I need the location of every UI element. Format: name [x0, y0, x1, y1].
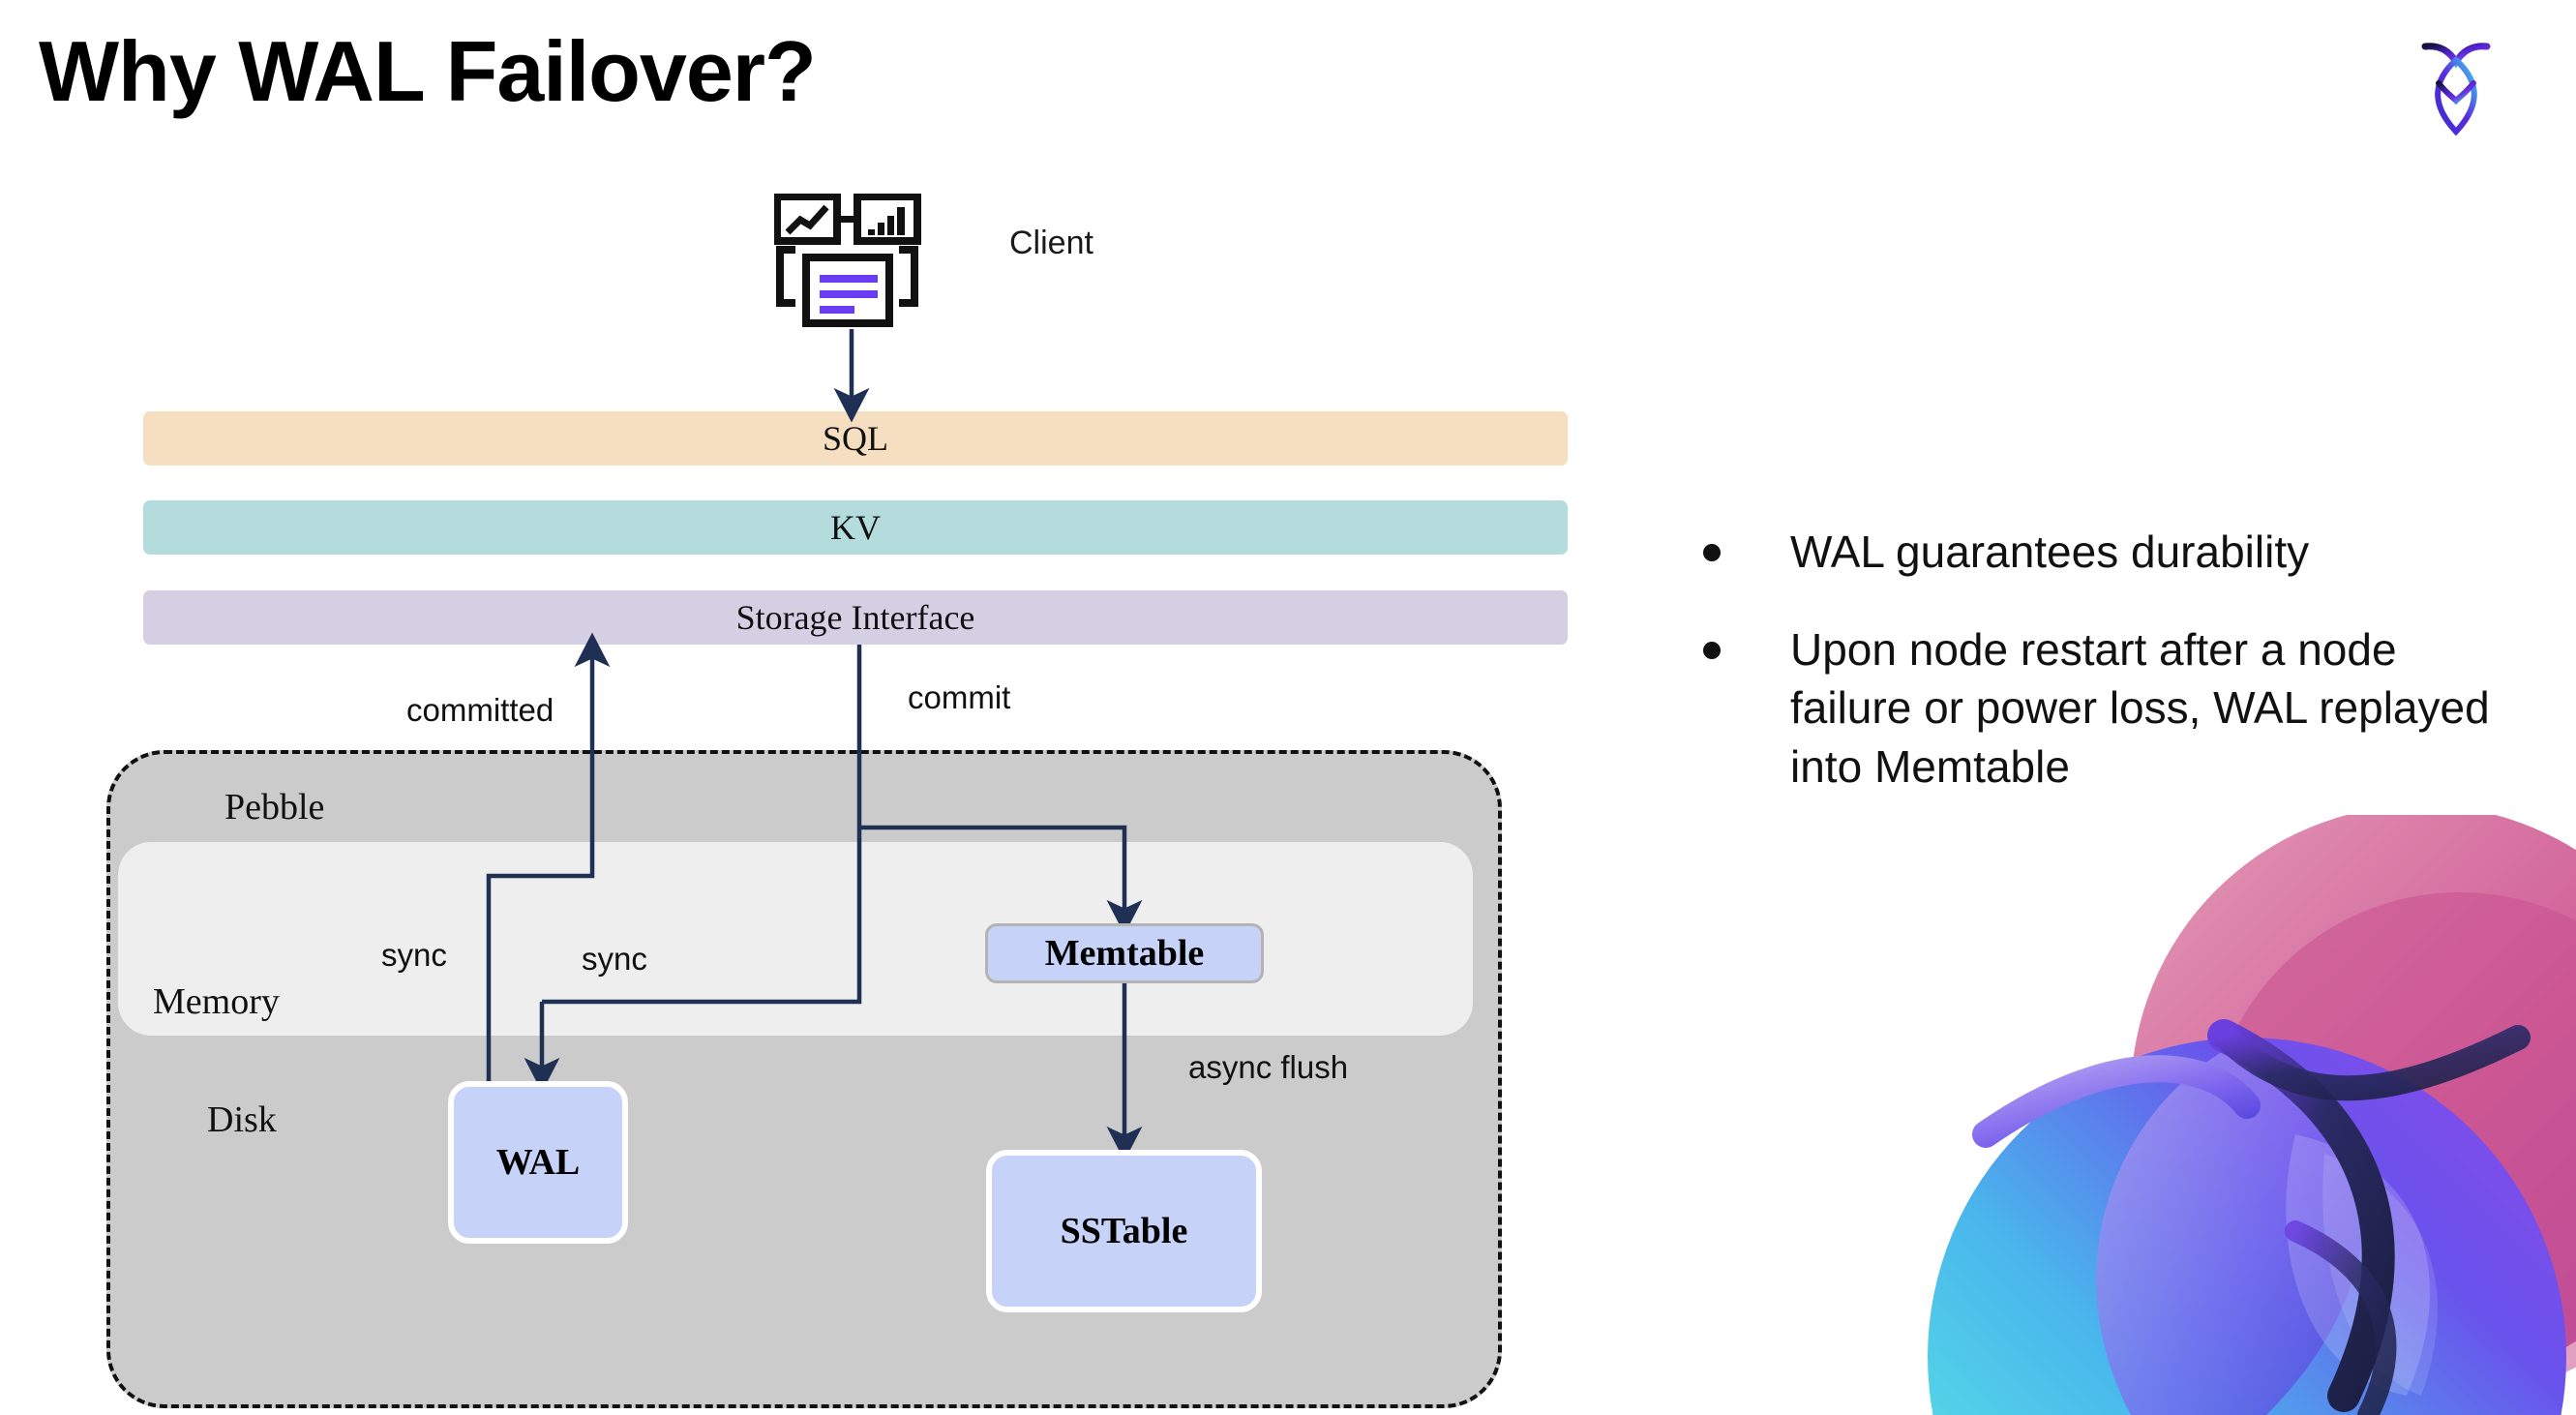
bullet-dot-icon [1703, 641, 1721, 659]
bullet-list: WAL guarantees durability Upon node rest… [1703, 523, 2506, 835]
bullet-text: WAL guarantees durability [1790, 527, 2310, 577]
layer-bar-kv: KV [143, 500, 1568, 555]
node-memtable-label: Memtable [1044, 933, 1205, 974]
bullet-item: WAL guarantees durability [1703, 523, 2506, 582]
edge-label-sync-right: sync [582, 941, 647, 977]
node-wal: WAL [448, 1081, 628, 1244]
node-sstable: SSTable [986, 1150, 1262, 1312]
edge-label-sync-left: sync [381, 937, 447, 973]
corner-circles-decoration [1841, 815, 2576, 1415]
layer-label-sql: SQL [822, 419, 888, 458]
node-memtable: Memtable [985, 923, 1264, 983]
layer-bar-storage-interface: Storage Interface [143, 590, 1568, 645]
client-label: Client [1009, 225, 1093, 261]
memory-region [118, 842, 1473, 1036]
bullet-text: Upon node restart after a node failure o… [1790, 623, 2490, 793]
bullet-item: Upon node restart after a node failure o… [1703, 620, 2506, 797]
memory-label: Memory [153, 981, 280, 1022]
node-sstable-label: SSTable [1060, 1211, 1188, 1251]
layer-label-storage-interface: Storage Interface [735, 598, 975, 637]
pebble-label: Pebble [225, 787, 325, 828]
page-title: Why WAL Failover? [39, 23, 817, 119]
edge-label-commit: commit [908, 679, 1011, 715]
layer-label-kv: KV [830, 508, 881, 547]
layer-bar-sql: SQL [143, 411, 1568, 466]
node-wal-label: WAL [495, 1142, 581, 1183]
bullet-dot-icon [1703, 544, 1721, 561]
edge-label-async-flush: async flush [1188, 1049, 1349, 1085]
edge-label-committed: committed [406, 692, 554, 728]
client-dashboard-icon [773, 193, 929, 329]
disk-label: Disk [207, 1099, 277, 1140]
cockroach-labs-logo-icon [2417, 33, 2495, 139]
